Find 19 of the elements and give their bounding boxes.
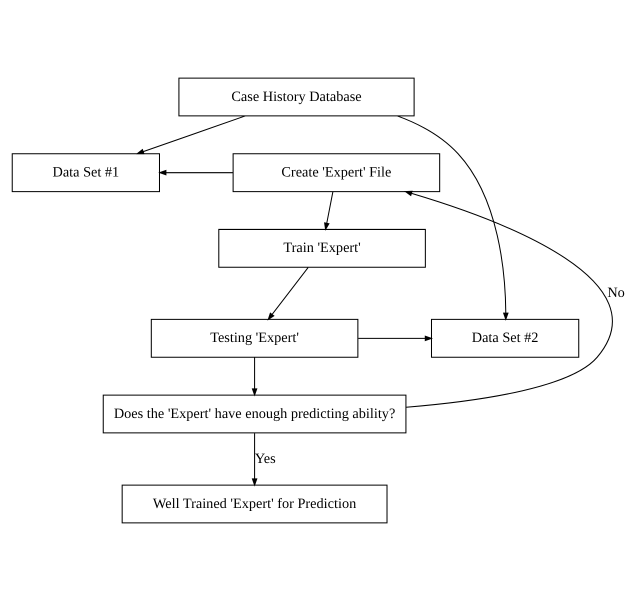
node-box: Does the 'Expert' have enough predicting ability? xyxy=(102,394,406,434)
edge-label: Yes xyxy=(254,450,276,467)
node-box: Testing 'Expert' xyxy=(150,318,358,358)
arrow xyxy=(397,115,509,321)
arrow xyxy=(324,192,334,231)
node-box: Data Set #2 xyxy=(430,318,580,358)
arrow xyxy=(252,433,258,487)
arrow xyxy=(404,190,613,408)
arrow xyxy=(136,115,246,154)
arrow xyxy=(358,335,433,342)
node-box: Case History Database xyxy=(178,78,415,116)
arrow xyxy=(267,267,308,321)
node-box: Data Set #1 xyxy=(12,153,160,192)
edge-label: No xyxy=(607,285,625,302)
arrow xyxy=(252,358,258,397)
node-box: Well Trained 'Expert' for Prediction xyxy=(122,484,388,524)
arrow xyxy=(158,170,233,176)
node-box: Create 'Expert' File xyxy=(232,153,440,192)
node-box: Train 'Expert' xyxy=(218,228,426,268)
